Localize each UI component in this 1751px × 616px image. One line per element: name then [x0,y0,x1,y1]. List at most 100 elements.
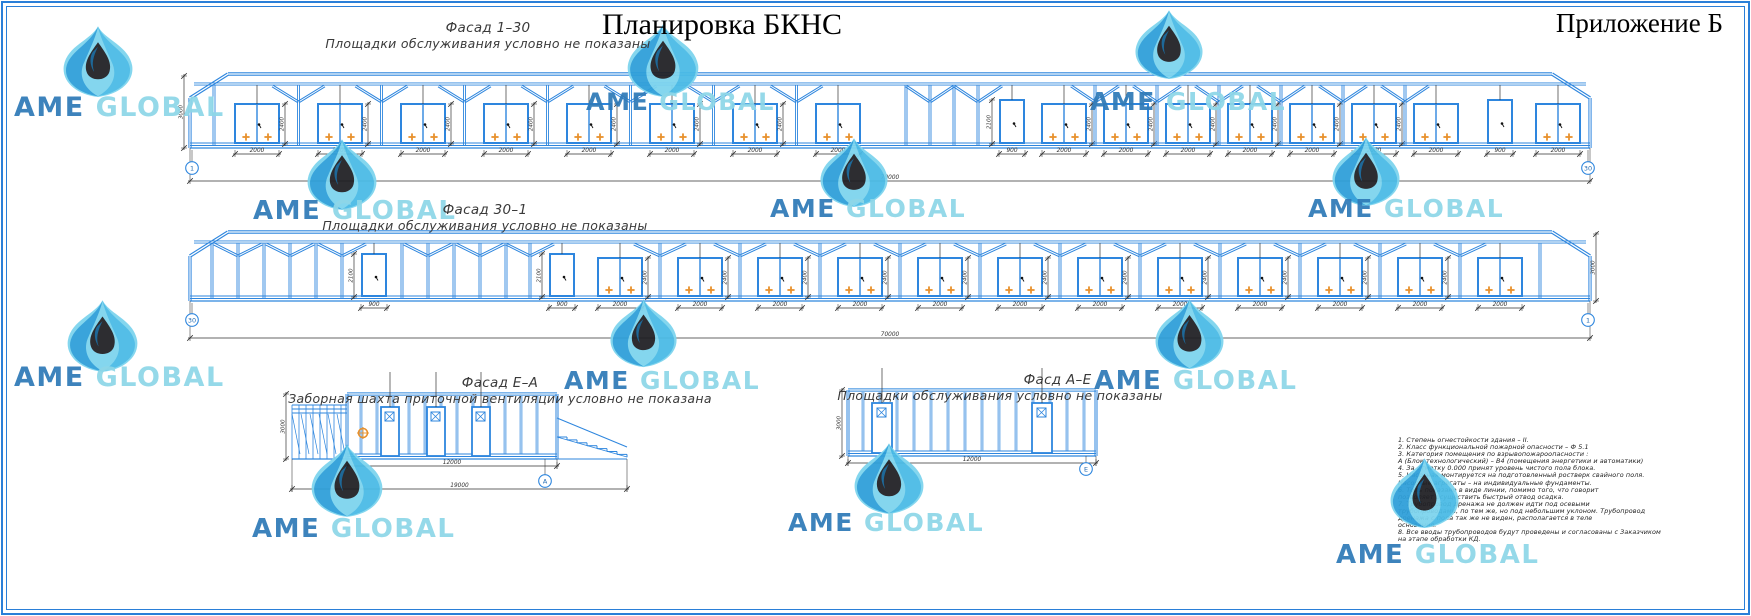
facade-A-E-caption: Фасд А–Е Площадки обслуживания условно н… [837,372,1162,403]
watermark-brand-secondary: GLOBAL [659,88,775,116]
sheet-title: Планировка БКНС [601,8,843,41]
svg-text:2000: 2000 [1093,302,1108,308]
watermark-brand-secondary: GLOBAL [330,514,456,544]
svg-text:2400: 2400 [694,116,700,131]
note-line: 2. Класс функциональной пожарной опаснос… [1398,443,1589,452]
watermark-brand-primary: AME [252,514,321,544]
ame-global-watermark-text: AME GLOBAL [14,92,225,123]
svg-text:3000: 3000 [280,419,286,434]
facade-A-E-title: Фасд А–Е [1023,372,1092,388]
facade-E-A-title: Фасад Е–А [461,375,539,391]
watermark-brand-primary: AME [1094,366,1163,396]
svg-text:2000: 2000 [693,302,708,308]
note-line: 4. За отметку 0.000 принят уровень чисто… [1398,464,1596,473]
svg-text:2000: 2000 [1173,302,1188,308]
svg-text:2000: 2000 [773,302,788,308]
ame-global-watermark-text: AME GLOBAL [788,508,984,537]
annex-label: Приложение Б [1555,8,1723,38]
svg-text:2000: 2000 [1243,148,1258,154]
note-line: трубопроводами, по тем же, но под неболь… [1398,506,1646,515]
ame-global-watermark-text: AME GLOBAL [1090,87,1286,116]
ame-global-watermark-text: AME GLOBAL [253,196,456,226]
ame-global-watermark-text: AME GLOBAL [1094,366,1297,396]
facade-30-1-drawing: 900 2100 900 2100 2000 2400 2000 2400 2000 2400 20… [185,230,1600,342]
svg-text:2400: 2400 [722,270,728,285]
ame-global-logo-icon [1390,458,1459,528]
svg-text:2000: 2000 [1181,148,1196,154]
facade-E-A-caption: Фасад Е–А Заборная шахта приточной венти… [288,375,712,406]
watermark-brand-primary: AME [253,196,322,226]
ame-global-watermark-text: AME GLOBAL [564,366,760,395]
svg-text:900: 900 [1006,148,1017,154]
note-line: дренажа с пола так же не виден, располаг… [1398,514,1593,523]
svg-text:19000: 19000 [450,483,469,489]
ame-global-logo-icon [854,443,924,514]
facade-1-30-title: Фасад 1–30 [445,20,531,36]
svg-text:2100: 2100 [986,114,992,129]
svg-text:2000: 2000 [1119,148,1134,154]
svg-text:2000: 2000 [1013,302,1028,308]
svg-text:2400: 2400 [1202,270,1208,285]
svg-text:70000: 70000 [881,175,900,181]
watermark-brand-secondary: GLOBAL [95,362,225,393]
svg-text:2100: 2100 [348,268,354,283]
facade-1-30-drawing: 2000 2400 2000 2400 2000 2400 2000 2400 2000 2400… [178,72,1595,185]
svg-text:2400: 2400 [882,270,888,285]
watermark-brand-primary: AME [14,362,85,393]
watermark-brand-secondary: GLOBAL [331,196,457,226]
watermark-brand-primary: AME [788,508,854,537]
svg-text:2400: 2400 [1272,116,1278,131]
svg-text:2400: 2400 [1042,270,1048,285]
facade-30-1-caption: Фасад 30–1 Площадки обслуживания условно… [322,202,647,233]
svg-text:1: 1 [190,164,194,172]
svg-text:2000: 2000 [748,148,763,154]
note-line: Насосные агрегаты – на индивидуальные фу… [1398,478,1592,487]
watermark-brand-primary: AME [14,92,85,123]
watermark-brand-primary: AME [1336,540,1405,570]
svg-text:2400: 2400 [1442,270,1448,285]
note-line: 1. Степень огнестойкости здания – II. [1398,436,1529,444]
note-line: 7. Трубопровод дренажа не должен идти по… [1398,499,1590,508]
svg-text:2400: 2400 [445,116,451,131]
ame-global-watermark-text: AME GLOBAL [1308,194,1504,223]
watermark-brand-primary: AME [586,88,650,116]
svg-text:70000: 70000 [881,332,900,338]
svg-text:2000: 2000 [499,148,514,154]
svg-text:2000: 2000 [416,148,431,154]
svg-text:900: 900 [368,302,379,308]
svg-text:30: 30 [1584,164,1592,172]
svg-text:30: 30 [188,316,196,324]
ame-global-watermark-text: AME GLOBAL [1336,540,1539,570]
svg-text:900: 900 [556,302,567,308]
svg-text:2400: 2400 [1362,270,1368,285]
note-line: 5. Насосная монтируется на подготовленны… [1398,471,1645,480]
watermark-brand-secondary: GLOBAL [1384,194,1505,223]
svg-text:2000: 2000 [250,148,265,154]
watermark-brand-primary: AME [564,366,630,395]
svg-text:2400: 2400 [1122,270,1128,285]
watermark-brand-primary: AME [770,194,836,223]
note-line: 3. Категория помещения по взрывопожарооп… [1398,450,1589,459]
ame-global-watermark-text: AME GLOBAL [14,362,225,393]
svg-text:2100: 2100 [536,268,542,283]
svg-text:2000: 2000 [1413,302,1428,308]
svg-text:3000: 3000 [836,415,842,430]
svg-text:2400: 2400 [1396,116,1402,131]
svg-text:А: А [543,477,548,485]
facade-1-30-caption: Фасад 1–30 Площадки обслуживания условно… [325,20,650,51]
watermark-brand-secondary: GLOBAL [1172,366,1298,396]
svg-text:3000: 3000 [178,104,184,119]
svg-text:900: 900 [1494,148,1505,154]
watermark-brand-secondary: GLOBAL [1414,540,1540,570]
note-line: на этапе обработки КД. [1398,535,1481,544]
svg-text:2400: 2400 [1086,116,1092,131]
note-line: 6. Толь показано в виде линии, помимо то… [1398,485,1599,494]
note-line: А (Блок технологический) – В4 (помещения… [1398,457,1644,466]
svg-text:1: 1 [1586,316,1590,324]
ame-global-logo-icon [610,299,677,368]
svg-text:2400: 2400 [1334,116,1340,131]
svg-text:2000: 2000 [831,148,846,154]
